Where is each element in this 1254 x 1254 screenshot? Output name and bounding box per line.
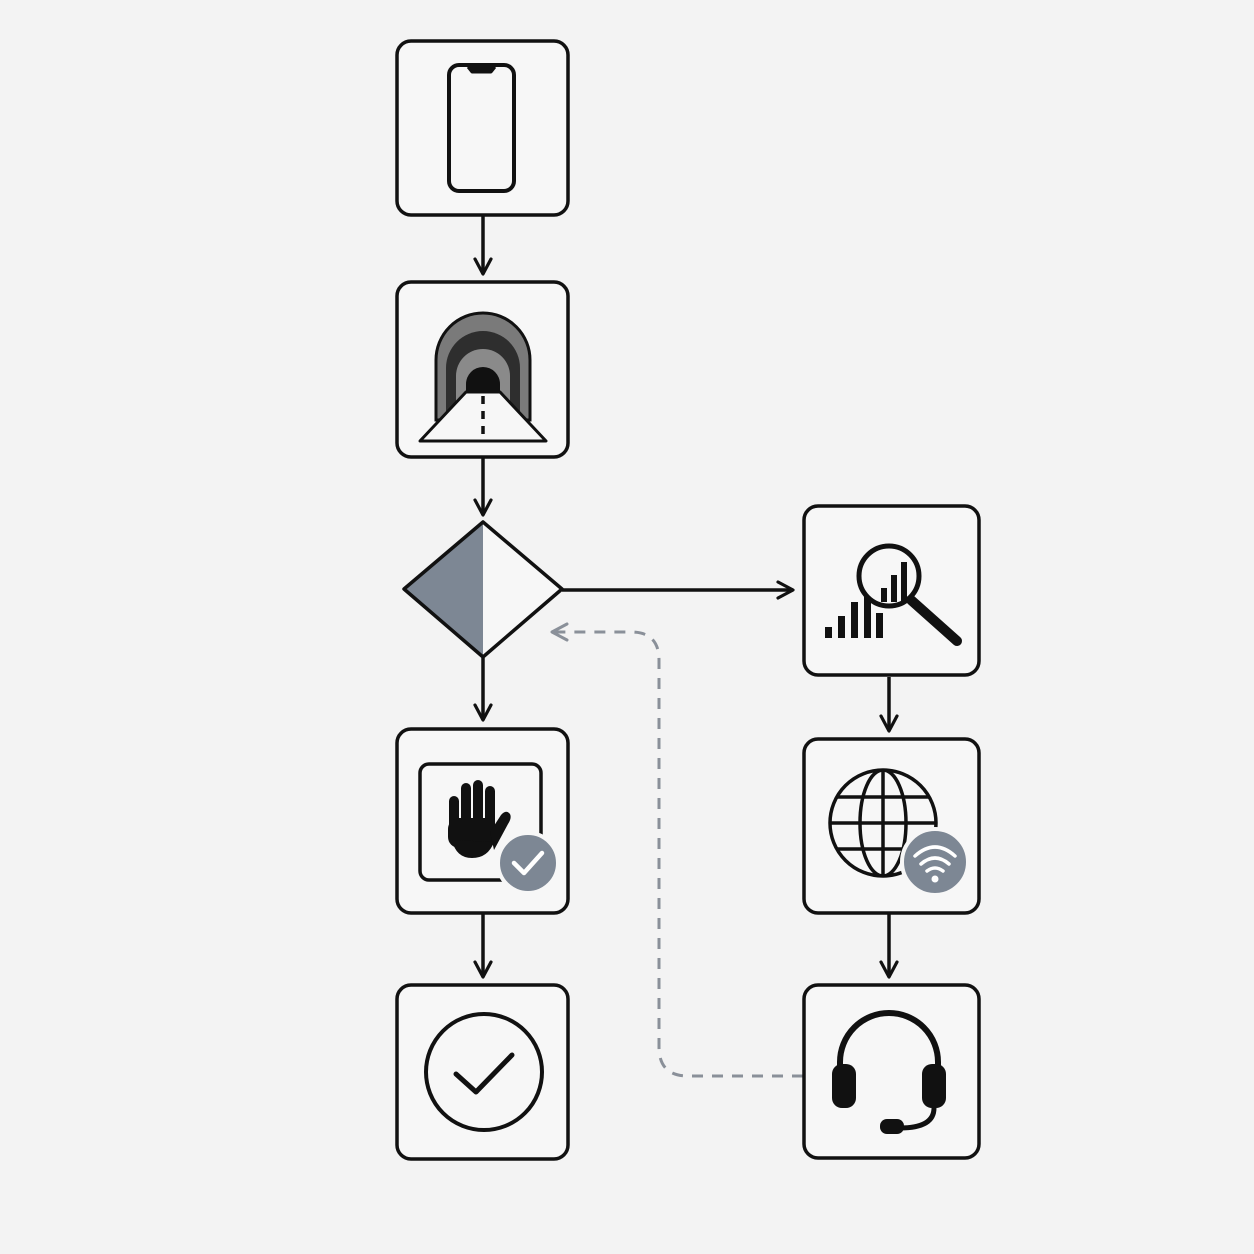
node-support[interactable] [802,983,981,1160]
edges [473,216,899,1078]
search-chart-icon [825,543,962,646]
node-phone[interactable] [395,39,570,217]
node-network[interactable] [802,737,981,915]
node-analyze[interactable] [802,504,981,677]
decision-diamond [402,520,564,659]
check-badge-icon [496,831,560,895]
stop-hand-icon [448,780,511,858]
smartphone-icon [447,63,516,193]
check-circle-icon [424,1012,544,1132]
tunnel-road-icon [418,311,548,443]
node-done[interactable] [395,983,570,1161]
node-stop[interactable] [395,727,570,915]
wifi-badge-icon [900,827,970,897]
headset-icon [832,1010,946,1134]
node-decision[interactable] [402,520,564,659]
edge-support-decision-dashed [550,622,803,1078]
node-tunnel[interactable] [395,280,570,459]
globe-icon [828,768,938,878]
